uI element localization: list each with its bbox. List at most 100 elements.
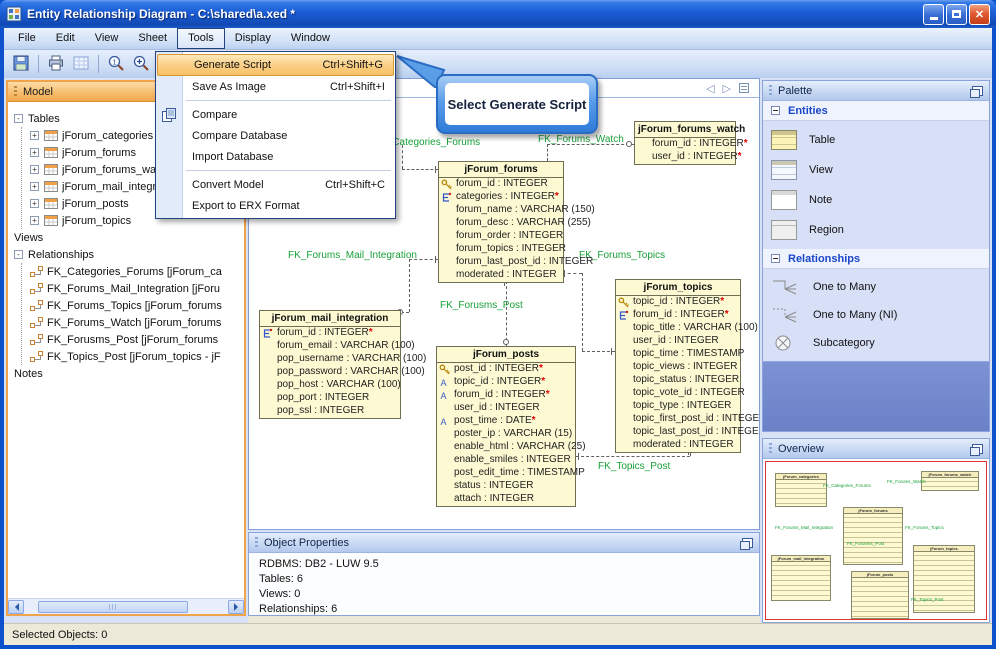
menu-display[interactable]: Display <box>234 32 271 44</box>
tree-item-fk-forums-watch-jforum-forums[interactable]: FK_Forums_Watch [jForum_forums <box>30 314 244 331</box>
save-button[interactable] <box>10 53 32 75</box>
panel-grip[interactable] <box>769 84 772 97</box>
tree-item-jforum-forums-watch[interactable]: +jForum_forums_watch <box>30 161 244 178</box>
tree-root-relationships[interactable]: -Relationships <box>14 246 244 263</box>
field-text: post_time : DATE* <box>454 415 536 426</box>
overview-entity-jForum_topics: jForum_topics <box>913 545 975 613</box>
object-properties-header[interactable]: Object Properties <box>249 533 759 553</box>
menu-view[interactable]: View <box>94 32 119 44</box>
tree-expander[interactable]: + <box>30 148 39 157</box>
next-sheet-icon[interactable]: ▷ <box>722 82 731 95</box>
maximize-button[interactable] <box>946 3 967 25</box>
field-text: topic_views : INTEGER <box>633 361 738 372</box>
float-panel-icon[interactable] <box>970 443 983 456</box>
menu-item-compare-database[interactable]: Compare Database <box>156 125 395 146</box>
relationship-line <box>576 456 690 457</box>
zoom-actual-button[interactable]: 1 <box>105 53 127 75</box>
workspace: Model -Tables+jForum_categories+jForum_f… <box>4 78 992 623</box>
tree-expander[interactable]: + <box>30 182 39 191</box>
overview-header[interactable]: Overview <box>763 439 989 459</box>
palette-item-one-to-many-ni-[interactable]: One to Many (NI) <box>763 301 989 329</box>
ak-icon: A <box>439 390 450 401</box>
scroll-left-button[interactable] <box>8 599 24 614</box>
tree-item-fk-categories-forums-jforum-ca[interactable]: FK_Categories_Forums [jForum_ca <box>30 263 244 280</box>
tree-root-tables[interactable]: -Tables <box>14 110 244 127</box>
palette-item-note[interactable]: Note <box>763 185 989 215</box>
collapse-icon[interactable] <box>771 106 780 115</box>
relationship-line <box>582 351 615 352</box>
grid-button[interactable] <box>70 53 92 75</box>
tree-item-label: FK_Categories_Forums [jForum_ca <box>47 265 222 278</box>
menu-file[interactable]: File <box>18 32 36 44</box>
palette-item-table[interactable]: Table <box>763 125 989 155</box>
menu-sheet[interactable]: Sheet <box>138 32 168 44</box>
tree-expander[interactable]: - <box>14 250 23 259</box>
tree-expander[interactable]: + <box>30 216 39 225</box>
tree-expander[interactable]: + <box>30 131 39 140</box>
field-text: forum_order : INTEGER <box>456 230 564 241</box>
panel-grip[interactable] <box>14 85 17 98</box>
panel-grip[interactable] <box>769 442 772 455</box>
palette-group-rel-header[interactable]: Relationships <box>763 249 989 269</box>
palette-item-one-to-many[interactable]: One to Many <box>763 273 989 301</box>
tree-item-fk-topics-post-jforum-topics-jf[interactable]: FK_Topics_Post [jForum_topics - jF <box>30 348 244 365</box>
palette-item-region[interactable]: Region <box>763 215 989 245</box>
print-button[interactable] <box>45 53 67 75</box>
tree-expander[interactable]: + <box>30 199 39 208</box>
tree-horizontal-scrollbar[interactable] <box>8 598 244 614</box>
menu-edit[interactable]: Edit <box>55 32 75 44</box>
tree-item-jforum-topics[interactable]: +jForum_topics <box>30 212 244 229</box>
collapse-icon[interactable] <box>771 254 780 263</box>
float-panel-icon[interactable] <box>970 85 983 98</box>
tree-item-fk-forusms-post-jforum-forums[interactable]: FK_Forusms_Post [jForum_forums <box>30 331 244 348</box>
sheet-list-icon[interactable] <box>739 83 749 93</box>
zoom-in-button[interactable] <box>130 53 152 75</box>
tree-item-jforum-forums[interactable]: +jForum_forums <box>30 144 244 161</box>
float-panel-icon[interactable] <box>740 537 753 550</box>
palette-header[interactable]: Palette <box>763 81 989 101</box>
menu-item-compare[interactable]: Compare <box>156 104 395 125</box>
prev-sheet-icon[interactable]: ◁ <box>706 82 715 95</box>
panel-grip[interactable] <box>255 536 258 549</box>
tree-item-label: FK_Forusms_Post [jForum_forums <box>47 333 219 346</box>
tree-expander[interactable]: + <box>30 165 39 174</box>
relationship-line <box>409 259 410 312</box>
scroll-thumb[interactable] <box>38 600 188 613</box>
tree-item-jforum-posts[interactable]: +jForum_posts <box>30 195 244 212</box>
tree-item-jforum-categories[interactable]: +jForum_categories <box>30 127 244 144</box>
menu-item-export-to-erx-format[interactable]: Export to ERX Format <box>156 195 395 216</box>
palette-group-ent-header[interactable]: Entities <box>763 101 989 121</box>
tree-expander[interactable]: - <box>14 114 23 123</box>
overview-relationship-label: FK_Categories_Forums <box>823 483 871 488</box>
menu-tools[interactable]: Tools <box>177 28 225 49</box>
tree-item-fk-forums-topics-jforum-forums[interactable]: FK_Forums_Topics [jForum_forums <box>30 297 244 314</box>
relationship-line <box>402 145 403 169</box>
palette-item-view[interactable]: View <box>763 155 989 185</box>
entity-title: jForum_forums_watch <box>635 122 745 138</box>
tree-item-fk-forums-mail-integration-jforu[interactable]: FK_Forums_Mail_Integration [jForu <box>30 280 244 297</box>
minimize-button[interactable] <box>923 3 944 25</box>
tree-item-label: jForum_mail_integration <box>62 180 180 193</box>
close-button[interactable]: ✕ <box>969 3 990 25</box>
tree-root-views[interactable]: Views <box>14 229 244 246</box>
menu-window[interactable]: Window <box>290 32 330 44</box>
scroll-right-button[interactable] <box>228 599 244 614</box>
palette-item-subcategory[interactable]: Subcategory <box>763 329 989 357</box>
tree-item-jforum-mail-integration[interactable]: + jForum_mail_integration <box>30 178 244 195</box>
menu-item-import-database[interactable]: Import Database <box>156 146 395 167</box>
tree-root-notes[interactable]: Notes <box>14 365 244 382</box>
compare-icon <box>161 107 177 123</box>
palette-filler <box>763 361 989 431</box>
